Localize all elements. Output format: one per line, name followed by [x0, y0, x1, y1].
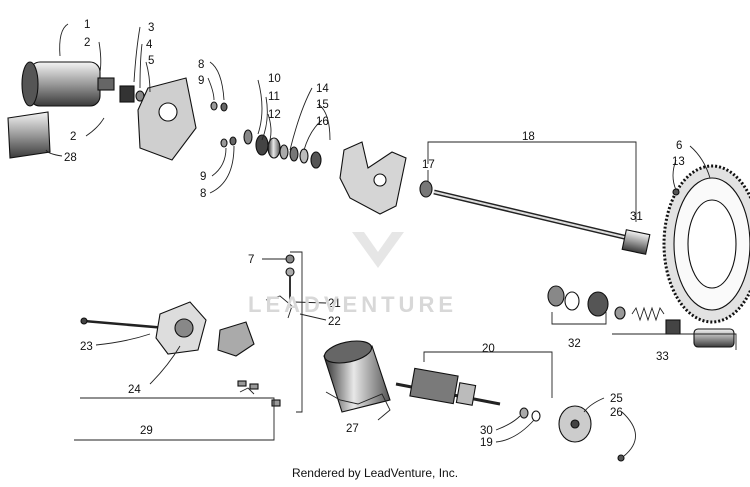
drive-gear-stack-part: [243, 129, 322, 169]
clutch-washers-part: [547, 285, 609, 317]
cover-sleeve-part: [7, 111, 51, 159]
callout-labels: 1 2 3 4 5 2 28 8 9 10 11 12 14 15 16 9 8…: [64, 19, 685, 449]
washer-pair-part: [210, 101, 237, 148]
leader-lines: [45, 23, 737, 457]
callout-27: 27: [346, 423, 359, 435]
callout-19: 19: [480, 437, 493, 449]
callout-33: 33: [656, 351, 669, 363]
callout-8-lower: 8: [200, 188, 206, 200]
callout-12: 12: [268, 109, 281, 121]
callout-11: 11: [268, 91, 280, 103]
callout-4: 4: [146, 39, 153, 51]
watermark-text: LEADVENTURE: [248, 292, 458, 317]
footer-credit: Rendered by LeadVenture, Inc.: [291, 466, 459, 480]
armature-part: [395, 367, 501, 406]
callout-26: 26: [610, 407, 623, 419]
callout-13: 13: [672, 156, 685, 168]
callout-9: 9: [198, 75, 204, 87]
spring-assembly-part: [614, 306, 735, 348]
callout-24: 24: [128, 384, 141, 396]
starter-motor-part: [21, 61, 115, 107]
callout-15: 15: [316, 99, 329, 111]
watermark-logo-icon: [352, 232, 404, 268]
callout-5: 5: [148, 55, 154, 67]
callout-18: 18: [522, 131, 535, 143]
end-cap-part: [155, 301, 207, 355]
callout-1: 1: [84, 19, 90, 31]
end-plate-part: [558, 405, 625, 462]
callout-32: 32: [568, 338, 581, 350]
callout-8: 8: [198, 59, 204, 71]
callout-2-lower: 2: [70, 131, 76, 143]
callout-9-lower: 9: [200, 171, 206, 183]
callout-17: 17: [422, 159, 435, 171]
callout-25: 25: [610, 393, 623, 405]
motor-housing-part: [323, 340, 391, 413]
terminal-hardware-part: [237, 254, 295, 407]
callout-30: 30: [480, 425, 493, 437]
callout-31: 31: [630, 211, 643, 223]
callout-16: 16: [316, 116, 329, 128]
callout-2: 2: [84, 37, 90, 49]
callout-22: 22: [328, 316, 341, 328]
callout-7: 7: [248, 254, 254, 266]
callout-23: 23: [80, 341, 93, 353]
support-plate-part: [339, 141, 407, 215]
callout-28: 28: [64, 152, 77, 164]
ring-gear-part: [662, 164, 750, 324]
callout-6: 6: [676, 140, 682, 152]
callout-29: 29: [140, 425, 153, 437]
mounting-bracket-part: [137, 77, 197, 161]
brush-holder-part: [217, 321, 255, 357]
callout-20: 20: [482, 343, 495, 355]
shaft-part: [419, 180, 651, 255]
callout-14: 14: [316, 83, 329, 95]
callout-10: 10: [268, 73, 281, 85]
callout-21: 21: [328, 298, 341, 310]
armature-washers-part: [519, 407, 541, 422]
callout-3: 3: [148, 22, 154, 34]
